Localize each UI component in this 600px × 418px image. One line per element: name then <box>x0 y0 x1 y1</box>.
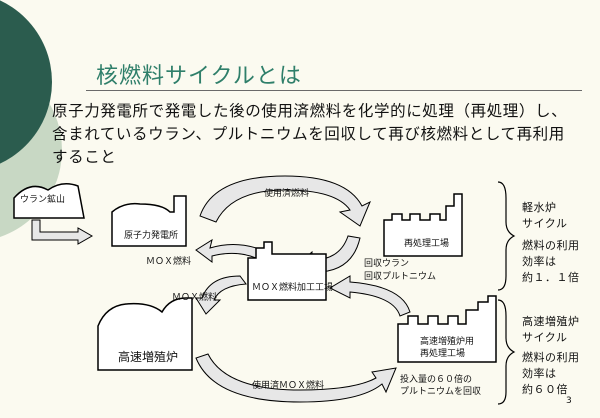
fast-breeder-label: 高速増殖炉 <box>118 350 179 364</box>
recovered-uranium-label: 回収ウラン <box>364 259 410 269</box>
intro-text: 原子力発電所で発電した後の使用済燃料を化学的に処理（再処理）し、含まれているウラ… <box>52 102 568 166</box>
spent-mox-label: 使用済ＭＯＸ燃料 <box>252 381 325 391</box>
nuclear-plant-shape <box>111 195 187 247</box>
reprocessing-plant-shape <box>383 193 463 257</box>
spent-fuel-arrow <box>199 175 371 227</box>
mox-fuel-bottom-label: ＭＯＸ燃料 <box>172 293 218 303</box>
lwr-brace <box>497 181 516 291</box>
mox-fabrication-shape <box>247 241 327 301</box>
fbr-reprocessing-label-1: 高速増殖炉用 <box>420 337 475 347</box>
fast-breeder-shape <box>97 297 193 371</box>
fbr-reprocessing-shape <box>397 295 497 363</box>
lwr-cycle-title: 軽水炉 サイクル <box>522 201 568 230</box>
mox-to-plant-arrow <box>195 238 263 263</box>
fbr-cycle-title: 高速増殖炉 サイクル <box>522 315 580 344</box>
uranium-mine-shape <box>13 183 85 219</box>
fbr-reprocessing-label-2: 再処理工場 <box>420 349 466 359</box>
input-label-2: プルトニウムを回収 <box>400 387 482 397</box>
reprocessing-plant-label: 再処理工場 <box>404 239 450 249</box>
input-label-1: 投入量の６０倍の <box>400 375 473 385</box>
fbr-brace <box>497 299 516 405</box>
lwr-efficiency: 燃料の利用 効率は 約１．１倍 <box>522 239 580 284</box>
spent-fuel-label: 使用済燃料 <box>264 189 310 199</box>
title-rule <box>86 90 582 91</box>
slide-title: 核燃料サイクルとは <box>96 64 302 89</box>
mox-fuel-top-label: ＭＯＸ燃料 <box>146 257 192 267</box>
fbr-efficiency: 燃料の利用 効率は 約６０倍 <box>522 351 580 396</box>
recovered-plutonium-label: 回収プルトニウム <box>364 272 437 282</box>
page-number: 3 <box>566 396 572 406</box>
nuclear-plant-label: 原子力発電所 <box>124 231 179 241</box>
mine-to-plant-arrow <box>31 219 94 245</box>
spent-mox-arrow <box>195 353 397 403</box>
uranium-mine-label: ウラン鉱山 <box>20 195 66 205</box>
fbr-recovered-arrow <box>328 275 411 317</box>
mox-fabrication-label: ＭＯＸ燃料加工工場 <box>252 283 334 293</box>
mox-to-fbr-arrow <box>195 275 247 315</box>
